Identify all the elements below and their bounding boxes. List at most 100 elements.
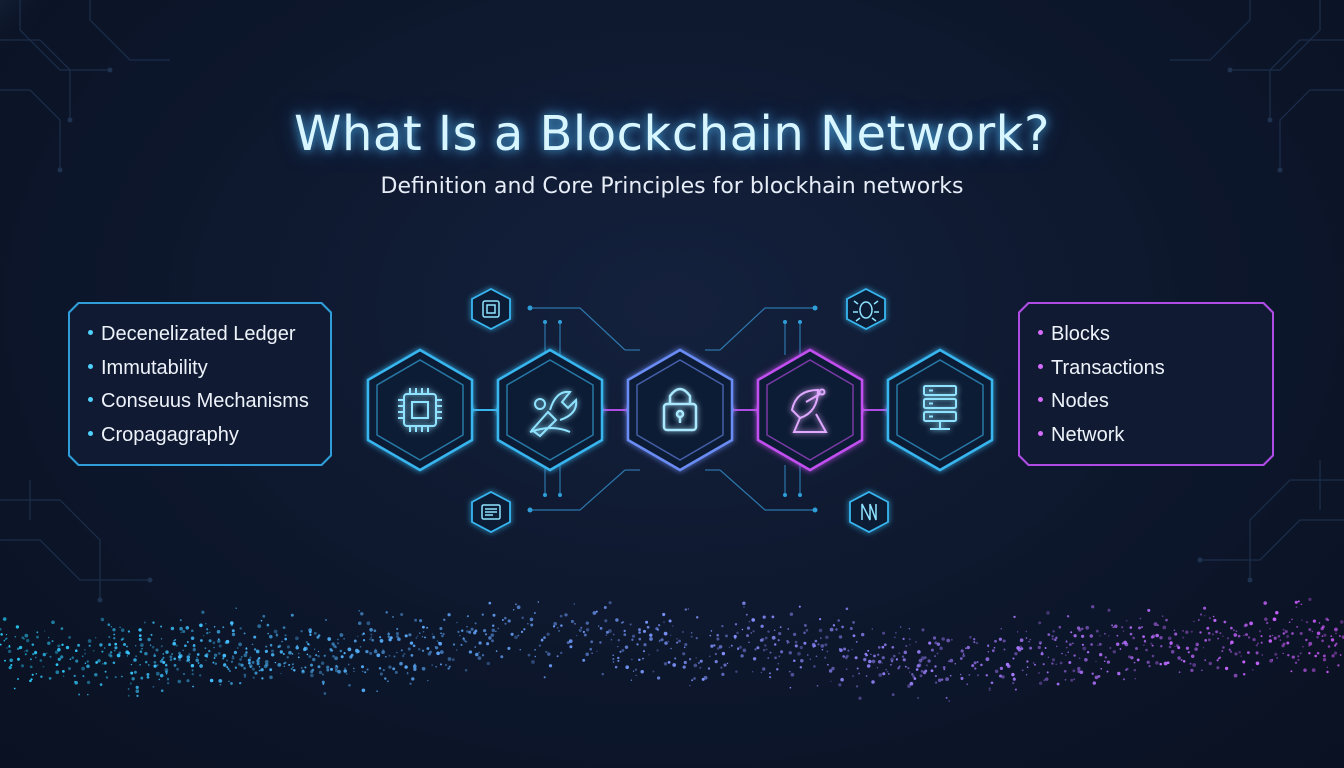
particle [1182,636,1185,639]
particle [1056,645,1058,647]
particle [192,685,195,688]
particle [232,655,234,657]
particle [251,667,255,671]
padlock-icon [662,387,698,432]
particle [1249,621,1253,626]
particle [1255,661,1260,666]
particle [45,652,48,655]
particle [332,644,337,648]
particle [507,646,511,650]
particle [1297,600,1300,603]
particle [331,649,334,652]
particle [47,636,50,639]
particle [358,610,360,612]
particle [182,672,186,676]
particle [269,634,273,639]
component-item: Blocks [1038,318,1272,352]
particle [1212,633,1214,636]
particle [108,653,112,657]
particle [295,646,299,650]
particle [1291,655,1295,659]
particle [497,627,499,630]
particle [1127,655,1131,659]
particle [887,673,890,675]
particle [682,652,686,656]
particle [790,672,795,677]
particle [69,658,72,661]
particle [204,647,207,650]
particle [263,664,268,669]
particle [361,665,364,669]
particle [406,672,409,675]
particle [290,667,293,671]
particle [322,683,325,685]
particle [1291,632,1294,635]
particle [13,687,16,690]
particle [845,607,849,611]
particle [504,622,507,625]
particle [212,661,215,664]
particle [57,657,61,661]
particle [898,665,901,668]
particle [173,640,175,642]
particle [1055,663,1057,666]
particle [1322,654,1326,658]
particle [559,614,563,618]
particle [1115,642,1120,646]
particle [890,660,894,663]
particle [86,680,91,685]
particle [253,635,257,639]
particle [1333,644,1337,647]
particle [112,628,116,632]
particle [1099,653,1103,657]
particle [213,646,215,649]
particle [1034,663,1036,666]
particle [736,631,739,635]
particle [47,641,51,645]
particle [336,666,339,668]
particle [844,656,848,660]
particle [344,667,346,669]
particle [317,654,320,658]
particle [617,645,619,648]
particle [291,653,294,655]
particle [379,636,382,639]
particle [582,658,586,662]
particle [1303,668,1307,673]
particle [419,632,421,634]
particle [329,667,334,671]
particle [949,658,954,663]
particle [140,676,144,680]
particle [699,659,703,663]
particle [674,657,677,660]
particle [245,651,248,654]
particle [920,656,925,661]
particle [617,659,620,662]
particle [1308,641,1313,646]
particle [143,621,146,624]
particle [788,651,792,655]
particle [709,655,711,658]
particle [457,630,460,634]
cpu-chip-icon [398,388,442,432]
particle [1203,606,1207,610]
particle [994,639,997,643]
particle [203,635,205,637]
particle [343,638,345,640]
particle [35,672,38,675]
particle [945,696,948,699]
particle [1146,660,1150,664]
particle [432,635,435,638]
particle [162,656,165,659]
particle [159,673,164,678]
particle [828,669,833,673]
particle [1311,630,1314,633]
particle [236,647,239,649]
particle [334,656,338,661]
particle [266,623,270,627]
particle [1028,640,1030,643]
particle [1162,625,1167,630]
particle [309,633,312,636]
particle [721,651,726,656]
particle [835,628,838,631]
